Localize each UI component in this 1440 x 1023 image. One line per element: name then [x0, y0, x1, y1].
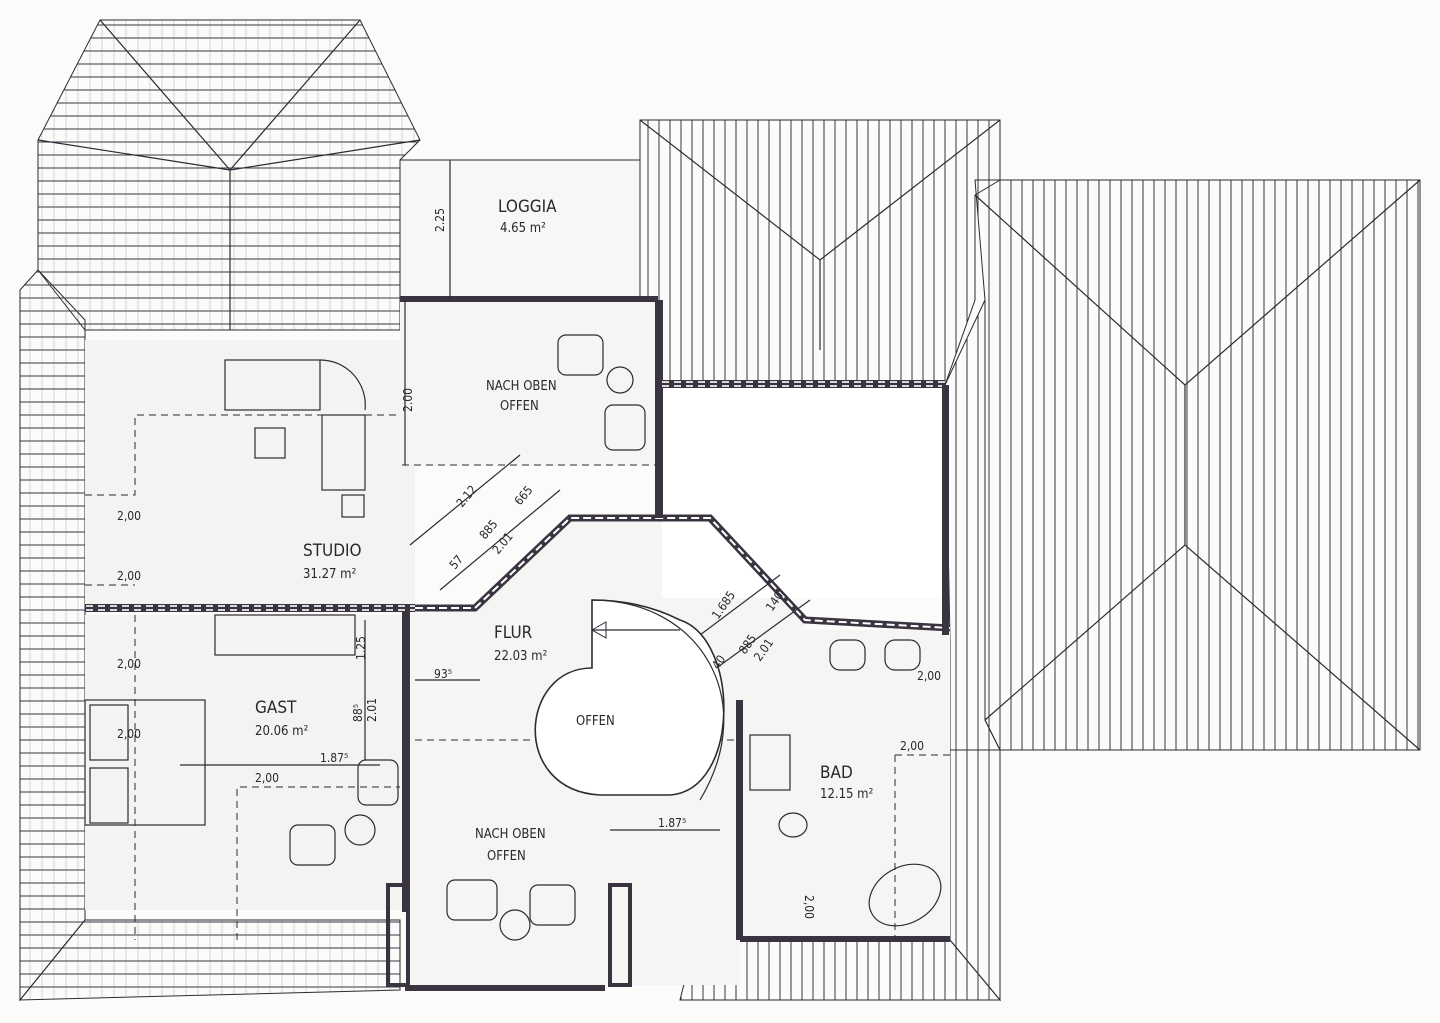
- dim-gast-125: 1.25: [354, 636, 368, 660]
- interior: [85, 159, 950, 985]
- dim-studio-2: 2,00: [117, 569, 141, 583]
- stair-label: OFFEN: [576, 714, 615, 729]
- dim-loggia-depth: 2.25: [433, 208, 447, 232]
- dim-diag-a-665: 665: [512, 483, 536, 508]
- dim-gast-1: 2,00: [117, 657, 141, 671]
- dim-gast-885: 88⁵: [351, 704, 365, 722]
- dim-flur-935: 93⁵: [434, 667, 452, 681]
- dim-stair-1875: 1.87⁵: [658, 816, 686, 830]
- room-name-loggia: LOGGIA: [498, 197, 557, 217]
- dim-void-top: 2.00: [401, 388, 415, 412]
- dim-diag-a-57: 57: [447, 552, 467, 572]
- room-name-flur: FLUR: [494, 623, 533, 643]
- void-bottom-line2: OFFEN: [487, 849, 526, 864]
- room-name-studio: STUDIO: [303, 541, 362, 561]
- dim-bad-2: 2,00: [900, 739, 924, 753]
- void-bottom-line1: NACH OBEN: [475, 827, 546, 842]
- dim-gast-1875: 1.87⁵: [320, 751, 348, 765]
- void-top-line2: OFFEN: [500, 399, 539, 414]
- dim-diag-b-40: 40: [709, 652, 728, 671]
- dim-bad-v: 2,00: [802, 895, 816, 919]
- spiral-staircase: [534, 599, 725, 801]
- room-area-loggia: 4.65 m²: [500, 221, 546, 236]
- dim-gast-3: 2,00: [255, 771, 279, 785]
- room-area-studio: 31.27 m²: [303, 567, 356, 582]
- dim-gast-201: 2.01: [365, 698, 379, 722]
- room-area-flur: 22.03 m²: [494, 649, 547, 664]
- room-area-gast: 20.06 m²: [255, 724, 308, 739]
- room-name-gast: GAST: [255, 698, 297, 718]
- room-labels: LOGGIA 4.65 m² NACH OBEN OFFEN STUDIO 31…: [255, 197, 873, 864]
- dim-gast-2: 2,00: [117, 727, 141, 741]
- walls: [85, 296, 951, 991]
- dim-studio-1: 2,00: [117, 509, 141, 523]
- roof-right-wing: [639, 119, 1421, 1002]
- room-name-bad: BAD: [820, 763, 853, 783]
- roof-left-wing: [18, 19, 421, 1002]
- dim-bad-1: 2,00: [917, 669, 941, 683]
- furniture: [84, 334, 942, 941]
- void-top-line1: NACH OBEN: [486, 379, 557, 394]
- room-area-bad: 12.15 m²: [820, 787, 873, 802]
